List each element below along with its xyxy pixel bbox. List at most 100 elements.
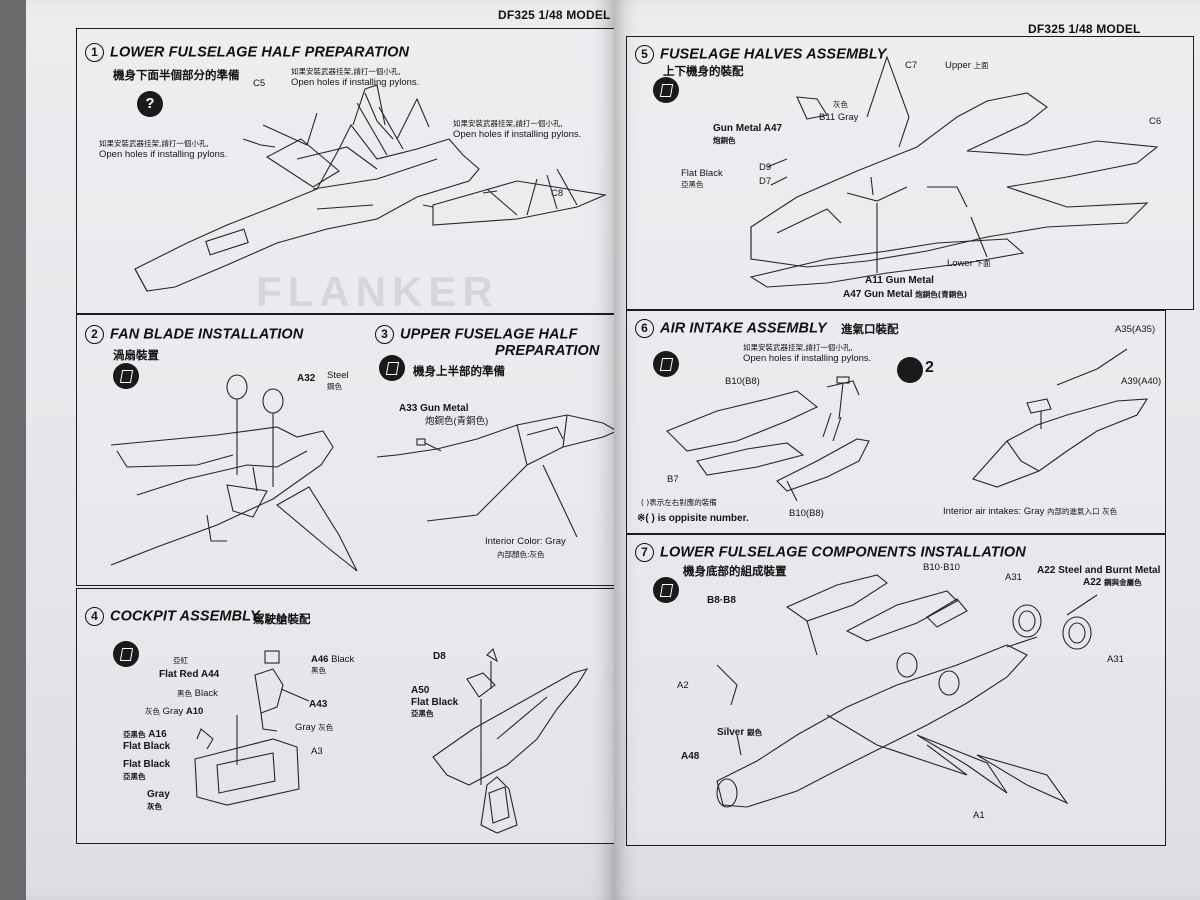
step-2-number: 2 (85, 325, 104, 344)
label-c5: C5 (253, 78, 266, 89)
label-d9: D9 (759, 162, 772, 173)
cockpit-drawing (194, 647, 589, 834)
drill-hole-icon (897, 357, 923, 383)
step-6-cn-title: 進氣口裝配 (841, 322, 899, 336)
label-a43: A43 (309, 699, 328, 710)
bleed-through-text: FLANKER (256, 268, 499, 315)
interior-color-label: Interior Color: Gray (485, 536, 566, 547)
assembly-icon (653, 77, 679, 103)
interior-intakes-label: Interior air intakes: Gray 內部的進氣入口 灰色 (943, 506, 1118, 517)
label-a10: 灰色 Gray A10 (145, 706, 204, 717)
assembly-icon (113, 363, 139, 389)
lower-fuselage-components-drawing (716, 574, 1098, 808)
label-b7: B7 (667, 474, 679, 485)
label-gray-cn: 灰色 (833, 100, 848, 109)
label-c7: C7 (905, 60, 918, 71)
label-black: 黑色 Black (177, 688, 218, 699)
fan-blade-drawing (110, 374, 358, 572)
step-4-cn-title: 駕駛艙裝配 (253, 612, 311, 626)
assembly-icon (653, 577, 679, 603)
question-icon: ? (137, 91, 163, 117)
label-d8: D8 (433, 651, 446, 662)
step-2-cn-title: 渦扇裝置 (113, 348, 159, 362)
step-7-number: 7 (635, 543, 654, 562)
label-b10b: B10(B8) (789, 508, 824, 519)
step-1-note-3: 如果安裝武器挂架,請打一個小孔,Open holes if installing… (453, 119, 582, 140)
label-gray-2: Gray 灰色 (295, 722, 334, 733)
step-5-cn-title: 上下機身的裝配 (663, 64, 744, 78)
opposite-note-en: ※( ) is oppisite number. (637, 513, 749, 524)
label-a11: A11 Gun Metal (865, 275, 934, 286)
label-b10: B10(B8) (725, 376, 760, 387)
label-a47b: A47 Gun Metal 炮銅色(青銅色) (843, 289, 968, 300)
step-6-number: 6 (635, 319, 654, 338)
label-b8-pair: B8·B8 (707, 595, 736, 606)
assembly-icon (653, 351, 679, 377)
step-1-number: 1 (85, 43, 104, 62)
step-1-note-2: 如果安裝武器挂架,請打一個小孔,Open holes if installing… (99, 139, 228, 160)
step-5-number: 5 (635, 45, 654, 64)
air-intake-drawing (666, 348, 1149, 502)
drill-size-label: 2 (925, 359, 934, 376)
step-3-number: 3 (375, 325, 394, 344)
step-3-cn-title: 機身上半部的準備 (413, 364, 505, 378)
label-d7: D7 (759, 176, 772, 187)
label-c8: C8 (551, 188, 564, 199)
step-4-number: 4 (85, 607, 104, 626)
assembly-icon (113, 641, 139, 667)
label-b10-pair: B10·B10 (923, 562, 960, 573)
page-header-right: DF325 1/48 MODEL (1028, 22, 1141, 36)
label-a33: A33 Gun Metal (399, 403, 469, 414)
label-a48: A48 (681, 751, 700, 762)
label-a2: A2 (677, 680, 689, 691)
upper-fuselage-drawing (376, 414, 619, 538)
step-1-note-1: 如果安裝武器挂架,請打一個小孔,Open holes if installing… (291, 67, 420, 88)
label-a35: A35(A35) (1115, 324, 1156, 335)
label-a31: A31 (1005, 572, 1022, 583)
step-6-note: 如果安裝武器挂架,請打一個小孔,Open holes if installing… (743, 343, 872, 364)
label-a44-cn: 亞紅 (173, 656, 188, 665)
label-a22: A22 Steel and Burnt Metal (1037, 565, 1161, 576)
label-a44: Flat Red A44 (159, 669, 220, 680)
step-1-cn-title: 機身下面半個部分的準備 (113, 68, 240, 82)
label-a22b: A22 鋼與金屬色 (1083, 577, 1142, 588)
label-b11: B11 Gray (819, 112, 859, 123)
label-silver: Silver 銀色 (717, 727, 763, 738)
lower-fuselage-drawing (134, 84, 607, 292)
label-upper: Upper 上面 (945, 60, 989, 71)
label-c6: C6 (1149, 116, 1162, 127)
label-a32: A32 (297, 373, 316, 384)
label-a3: A3 (311, 746, 323, 757)
step-7-cn-title: 機身底部的組成裝置 (683, 564, 787, 578)
label-a31b: A31 (1107, 654, 1124, 665)
label-a39: A39(A40) (1121, 376, 1162, 387)
label-a33-cn: 炮銅色(青銅色) (425, 416, 489, 427)
step-3-title-line2: PREPARATION (495, 343, 600, 359)
page-header-left: DF325 1/48 MODEL (498, 8, 611, 22)
opposite-note-cn: ( )表示左右對應的裝備 (641, 498, 717, 507)
interior-color-cn: 內部顏色:灰色 (497, 550, 545, 559)
fuselage-assembly-drawing (749, 55, 1159, 288)
